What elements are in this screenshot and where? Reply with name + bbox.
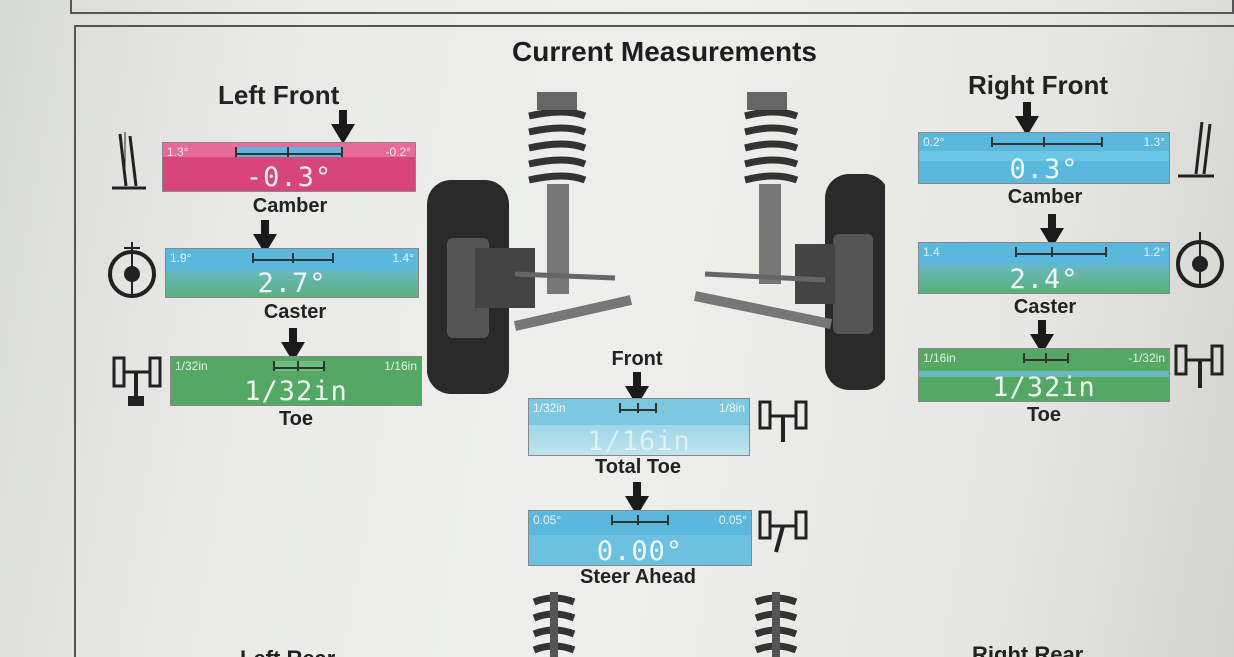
total-toe-gauge: 1/32in 1/8in 1/16in: [528, 398, 750, 456]
camber-indicator-arrow-lf: [331, 110, 355, 148]
steer-ahead-gauge: 0.05° 0.05° 0.00°: [528, 510, 752, 566]
toe-min-lf: 1/32in: [175, 359, 208, 373]
camber-label-lf: Camber: [252, 195, 328, 217]
axle-icon: [756, 398, 812, 448]
camber-indicator-arrow-rf: [1015, 102, 1039, 140]
main-frame-border: [74, 25, 1234, 657]
total-toe-max: 1/8in: [718, 401, 745, 415]
caster-min-rf: 1.4: [923, 245, 940, 259]
toe-max-rf: -1/32in: [1128, 351, 1165, 365]
toe-max-lf: 1/16in: [384, 359, 417, 373]
camber-icon-rf: [1176, 118, 1216, 180]
top-frame-border: [70, 0, 1234, 14]
toe-gauge-lf: 1/32in 1/16in 1/32in: [170, 356, 422, 406]
caster-label-lf: Caster: [263, 301, 327, 323]
steer-ahead-value: 0.00°: [596, 536, 684, 566]
camber-max-lf: -0.2°: [385, 145, 411, 159]
caster-value-rf: 2.4°: [1009, 264, 1079, 294]
camber-max-rf: 1.3°: [1143, 135, 1165, 149]
front-label: Front: [611, 348, 663, 370]
steer-ahead-min: 0.05°: [533, 513, 562, 527]
right-rear-heading: Right Rear: [972, 642, 1084, 657]
page-title: Current Measurements: [512, 36, 817, 67]
camber-gauge-lf: 1.3° -0.2° -0.3°: [162, 142, 416, 192]
caster-gauge-rf: 1.4 1.2° 2.4°: [918, 242, 1170, 294]
right-front-heading: Right Front: [968, 70, 1109, 100]
toe-label-lf: Toe: [278, 408, 314, 430]
camber-gauge-rf: 0.2° 1.3° 0.3°: [918, 132, 1170, 184]
right-rear-spring-icon: [750, 592, 802, 657]
camber-min-rf: 0.2°: [923, 135, 945, 149]
camber-min-lf: 1.3°: [167, 145, 189, 159]
caster-label-rf: Caster: [1013, 296, 1077, 318]
toe-icon: [108, 350, 168, 410]
caster-min-lf: 1.9°: [170, 251, 192, 265]
camber-icon: [108, 130, 148, 192]
caster-gauge-lf: 1.9° 1.4° 2.7°: [165, 248, 419, 298]
total-toe-label: Total Toe: [595, 456, 681, 478]
steering-axle-icon: [756, 508, 812, 558]
total-toe-min: 1/32in: [533, 401, 566, 415]
camber-value-rf: 0.3°: [1009, 154, 1079, 184]
toe-gauge-rf: 1/16in -1/32in 1/32in: [918, 348, 1170, 402]
steer-ahead-max: 0.05°: [718, 513, 747, 527]
caster-icon-rf: [1172, 230, 1226, 290]
left-front-heading: Left Front: [218, 80, 340, 110]
toe-value-lf: 1/32in: [244, 376, 348, 406]
left-rear-heading: Left Rear: [240, 646, 335, 657]
toe-min-rf: 1/16in: [923, 351, 956, 365]
toe-label-rf: Toe: [1026, 404, 1062, 426]
steer-ahead-label: Steer Ahead: [580, 566, 696, 588]
camber-value-lf: -0.3°: [245, 162, 333, 192]
caster-value-lf: 2.7°: [257, 268, 327, 298]
caster-max-lf: 1.4°: [392, 251, 414, 265]
left-rear-spring-icon: [528, 592, 580, 657]
toe-value-rf: 1/32in: [992, 372, 1096, 402]
toe-icon-rf: [1170, 338, 1230, 398]
camber-label-rf: Camber: [1007, 186, 1083, 208]
caster-icon: [106, 240, 160, 300]
caster-max-rf: 1.2°: [1143, 245, 1165, 259]
total-toe-value: 1/16in: [587, 426, 691, 456]
right-suspension-illustration: [685, 84, 889, 396]
left-suspension-illustration: [425, 88, 665, 400]
